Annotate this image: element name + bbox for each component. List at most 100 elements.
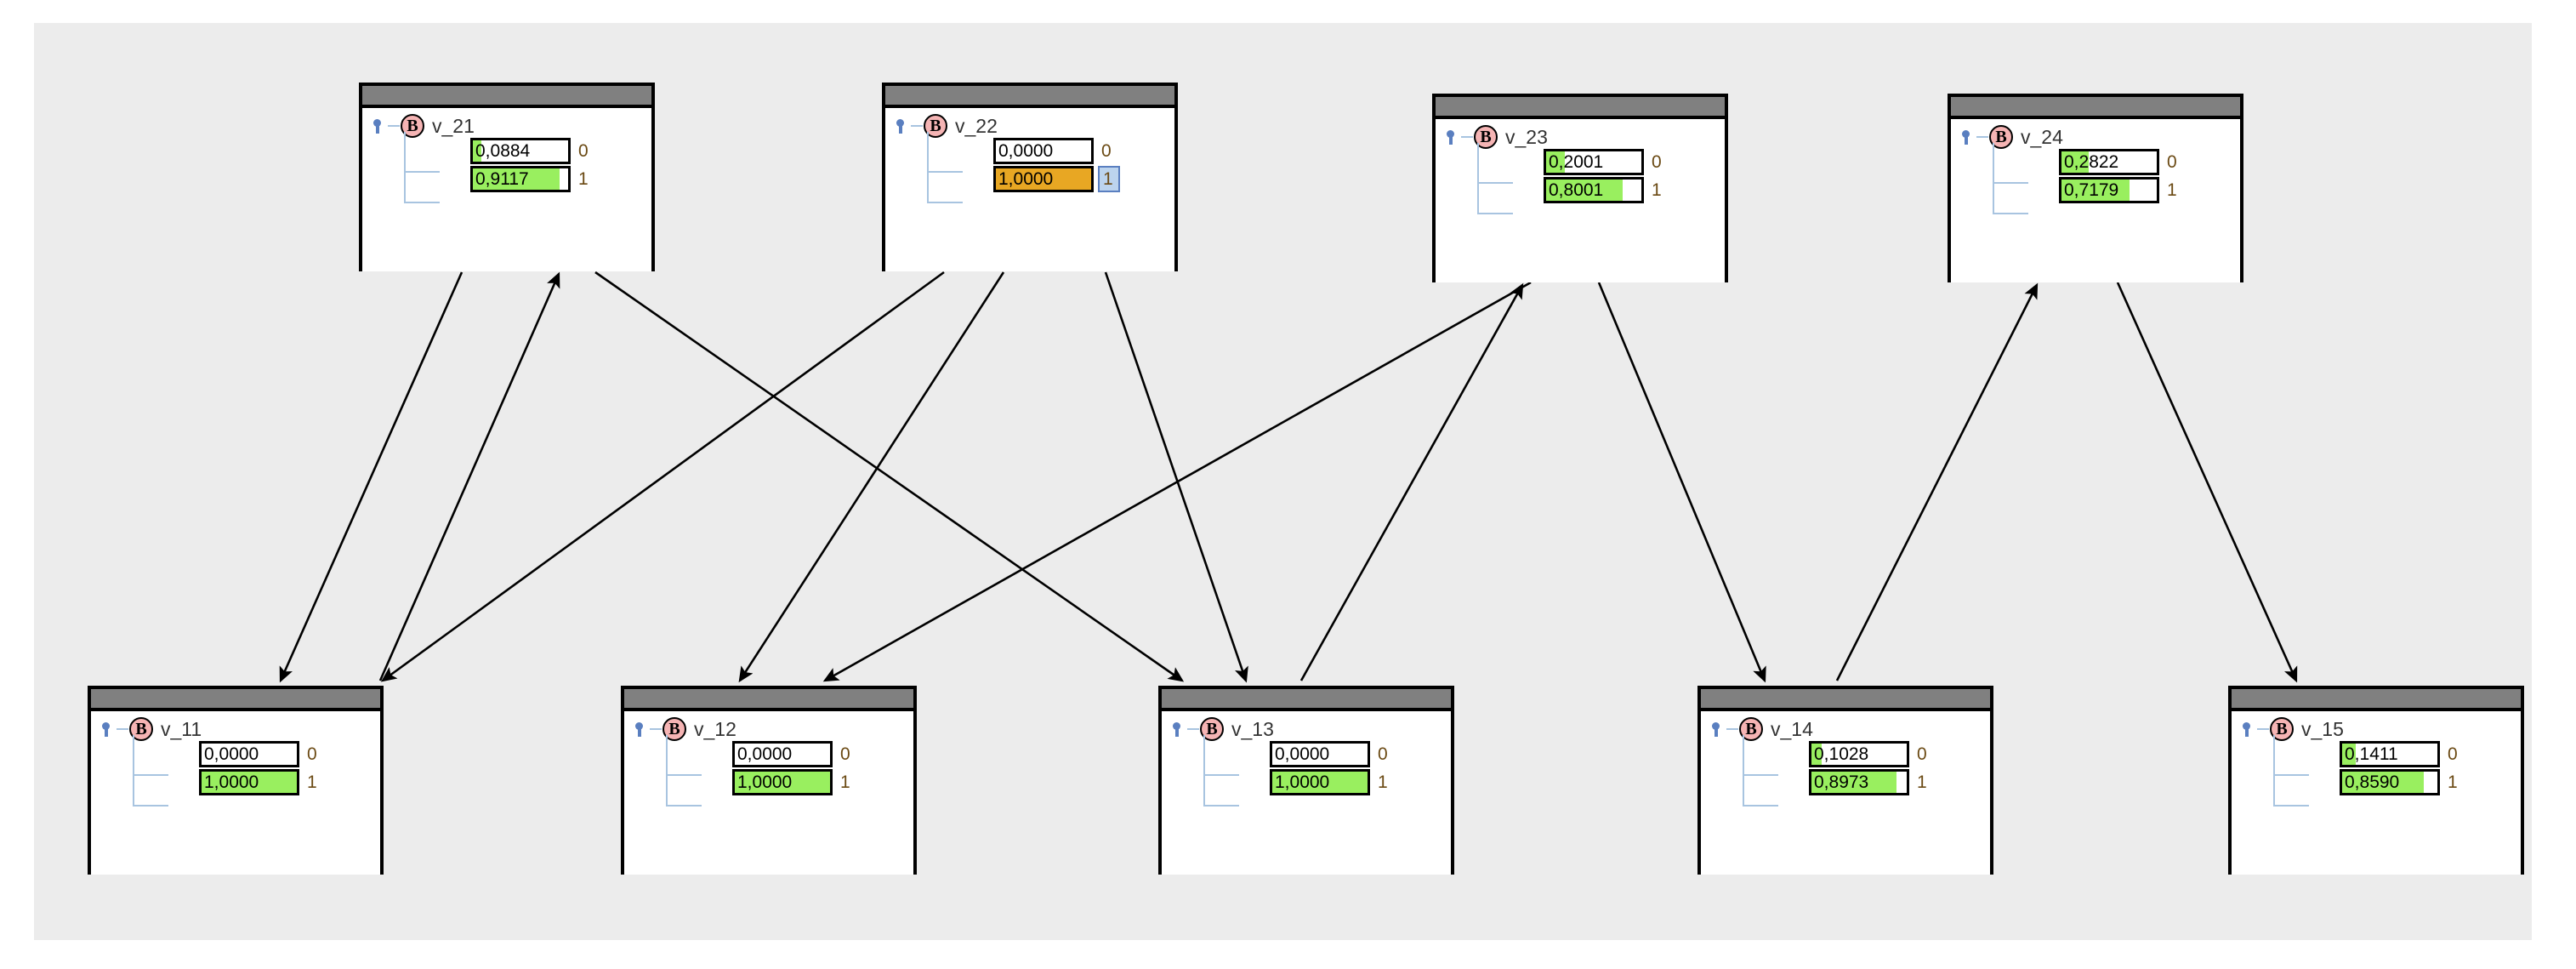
state-name[interactable]: 0 xyxy=(578,140,589,161)
probability-bar: 0,9117 xyxy=(470,166,571,192)
probability-bar: 0,8973 xyxy=(1809,769,1909,795)
state-name[interactable]: 0 xyxy=(1917,744,1927,764)
probability-bar-fill xyxy=(202,772,297,793)
tree-connector-icon xyxy=(1187,728,1199,730)
pin-icon[interactable] xyxy=(892,117,911,135)
pin-icon[interactable] xyxy=(1169,720,1187,738)
state-row[interactable]: 0,8973 1 xyxy=(1809,768,1932,796)
state-row[interactable]: 0,0000 0 xyxy=(732,740,856,768)
pin-icon[interactable] xyxy=(1958,128,1976,146)
belief-node-icon: B xyxy=(924,114,947,138)
state-name[interactable]: 1 xyxy=(1098,166,1120,192)
node-titlebar-v_14[interactable] xyxy=(1701,689,1990,711)
state-name[interactable]: 0 xyxy=(2448,744,2458,764)
state-row[interactable]: 0,9117 1 xyxy=(470,165,594,193)
node-titlebar-v_13[interactable] xyxy=(1162,689,1451,711)
tree-branch-lines xyxy=(1743,735,1811,829)
state-name[interactable]: 1 xyxy=(307,772,317,792)
probability-bar: 0,0000 xyxy=(732,741,833,767)
state-name[interactable]: 1 xyxy=(1917,772,1927,792)
probability-value: 0,7179 xyxy=(2064,180,2119,200)
node-label-v_11: v_11 xyxy=(161,717,202,740)
state-name[interactable]: 1 xyxy=(2167,180,2177,200)
node-titlebar-v_23[interactable] xyxy=(1436,97,1725,119)
state-name[interactable]: 0 xyxy=(2167,151,2177,172)
state-row[interactable]: 0,2822 0 xyxy=(2059,148,2182,176)
state-row[interactable]: 0,7179 1 xyxy=(2059,176,2182,204)
probability-bar: 0,1028 xyxy=(1809,741,1909,767)
probability-value: 0,0000 xyxy=(204,744,259,764)
belief-node-icon: B xyxy=(401,114,424,138)
tree-connector-icon xyxy=(1461,136,1473,138)
state-list-v_14: 0,1028 0 0,8973 1 xyxy=(1809,740,1932,796)
pin-icon[interactable] xyxy=(369,117,388,135)
tree-branch-lines xyxy=(1203,735,1271,829)
state-name[interactable]: 1 xyxy=(2448,772,2458,792)
state-name[interactable]: 1 xyxy=(1378,772,1388,792)
node-label-v_14: v_14 xyxy=(1771,717,1813,740)
probability-bar-fill xyxy=(2061,180,2130,201)
state-row[interactable]: 0,0000 0 xyxy=(199,740,322,768)
state-name[interactable]: 0 xyxy=(1101,140,1112,161)
tree-branch-lines xyxy=(404,132,472,225)
node-titlebar-v_22[interactable] xyxy=(885,86,1174,108)
probability-bar-fill xyxy=(2342,772,2425,793)
state-name[interactable]: 0 xyxy=(307,744,317,764)
state-name[interactable]: 1 xyxy=(1652,180,1662,200)
state-name[interactable]: 0 xyxy=(840,744,850,764)
node-titlebar-v_12[interactable] xyxy=(624,689,913,711)
probability-value: 0,0000 xyxy=(737,744,793,764)
node-titlebar-v_24[interactable] xyxy=(1951,97,2240,119)
belief-node-icon: B xyxy=(1989,125,2013,149)
belief-node-icon: B xyxy=(2270,717,2294,741)
probability-bar: 0,8590 xyxy=(2340,769,2440,795)
state-row[interactable]: 0,8590 1 xyxy=(2340,768,2463,796)
tree-branch-lines xyxy=(927,132,995,225)
probability-bar-fill xyxy=(1811,772,1897,793)
node-titlebar-v_11[interactable] xyxy=(91,689,380,711)
pin-icon[interactable] xyxy=(1708,720,1726,738)
node-titlebar-v_15[interactable] xyxy=(2232,689,2521,711)
state-name[interactable]: 1 xyxy=(840,772,850,792)
state-name[interactable]: 0 xyxy=(1378,744,1388,764)
state-name[interactable]: 0 xyxy=(1652,151,1662,172)
pin-icon[interactable] xyxy=(1442,128,1461,146)
pin-icon[interactable] xyxy=(631,720,650,738)
probability-value: 0,2822 xyxy=(2064,152,2119,172)
tree-branch-lines xyxy=(133,735,201,829)
probability-bar-fill xyxy=(1272,772,1368,793)
state-name[interactable]: 1 xyxy=(578,168,589,189)
tree-connector-icon xyxy=(911,125,923,127)
state-row[interactable]: 0,1028 0 xyxy=(1809,740,1932,768)
tree-connector-icon xyxy=(388,125,400,127)
pin-icon[interactable] xyxy=(2238,720,2257,738)
node-titlebar-v_21[interactable] xyxy=(362,86,651,108)
pin-icon[interactable] xyxy=(98,720,117,738)
